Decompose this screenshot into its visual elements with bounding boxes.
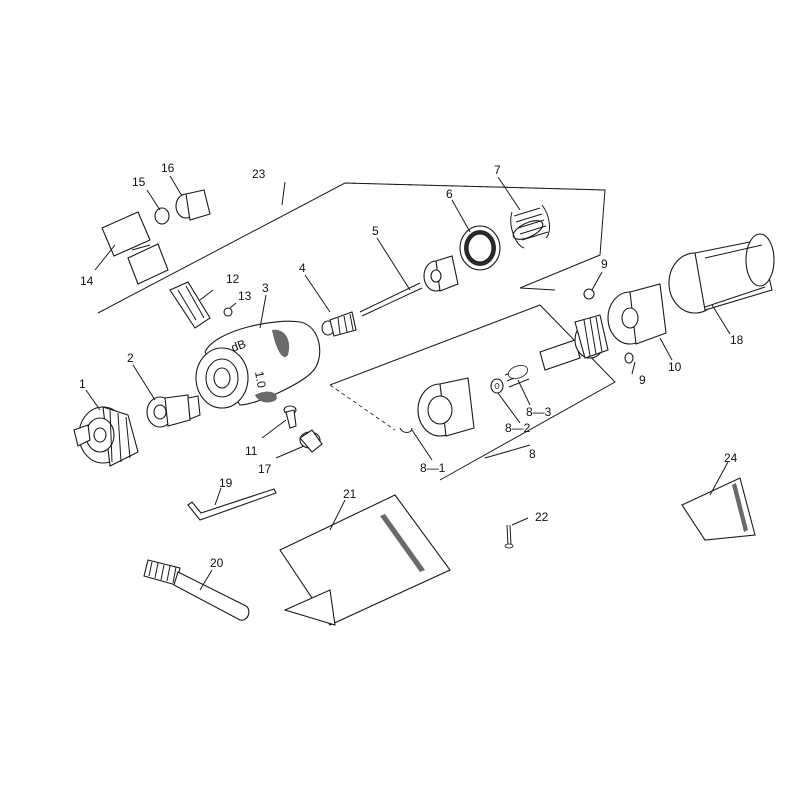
callout-8: 8 <box>529 447 536 461</box>
callout-1: 1 <box>79 377 86 391</box>
callout-8-2: 8—2 <box>505 421 531 435</box>
part-22-pin <box>504 524 514 549</box>
callout-2: 2 <box>127 351 134 365</box>
callout-12: 12 <box>226 272 240 286</box>
part-15-fitting-ring <box>154 207 170 225</box>
callout-8-1: 8—1 <box>420 461 446 475</box>
callout-17: 17 <box>258 462 272 476</box>
part-2-fluid-nozzle <box>146 394 201 428</box>
callout-9-upper: 9 <box>601 257 608 271</box>
part-8-3-valve-spring <box>504 365 530 388</box>
part-8-valve-stem <box>539 314 609 371</box>
part-13-ball <box>223 307 233 317</box>
callout-10: 10 <box>668 360 682 374</box>
callout-23: 23 <box>252 167 266 181</box>
part-17-cap <box>299 429 323 453</box>
callout-16: 16 <box>161 161 175 175</box>
callout-3: 3 <box>262 281 269 295</box>
assembly-bracket-8 <box>329 304 616 481</box>
callout-6: 6 <box>446 187 453 201</box>
callout-18: 18 <box>730 333 744 347</box>
callout-11: 11 <box>245 444 258 458</box>
callout-7: 7 <box>494 163 501 177</box>
svg-text:dB: dB <box>229 337 248 355</box>
leader-lines <box>85 175 731 591</box>
callout-24: 24 <box>724 451 738 465</box>
part-16-fitting-nut <box>175 189 211 221</box>
callout-19: 19 <box>219 476 233 490</box>
part-21-manual <box>279 494 451 626</box>
callout-5: 5 <box>372 224 379 238</box>
callout-9-lower: 9 <box>639 373 646 387</box>
part-8-2-washer <box>490 378 504 394</box>
part-3-gun-body: dB 1.0 <box>195 320 321 409</box>
callout-15: 15 <box>132 175 146 189</box>
part-20-cleaning-brush <box>143 559 250 621</box>
part-11-air-valve-screw <box>283 405 297 429</box>
part-4-packing <box>321 311 357 337</box>
part-24-card <box>681 477 756 541</box>
assembly-bracket-23 <box>97 181 606 314</box>
callout-8-3: 8—3 <box>526 405 552 419</box>
callout-4: 4 <box>299 261 306 275</box>
part-9-set-screw-upper <box>583 288 595 300</box>
callout-14: 14 <box>80 274 94 288</box>
part-9-set-screw-lower <box>624 352 634 364</box>
callout-13: 13 <box>238 289 252 303</box>
callout-20: 20 <box>210 556 224 570</box>
callout-22: 22 <box>535 510 549 524</box>
part-5-fluid-needle <box>359 255 459 317</box>
part-19-hex-wrench <box>187 488 277 521</box>
part-6-seat-ring <box>459 225 501 271</box>
part-10-adjusting-knob <box>607 283 667 345</box>
part-8-1-valve-housing <box>399 377 475 437</box>
part-14-fluid-inlet-elbow <box>101 211 169 285</box>
callout-21: 21 <box>343 487 357 501</box>
svg-text:1.0: 1.0 <box>252 370 269 389</box>
callout-labels: 1 2 3 4 5 6 7 8 8—1 8—2 8—3 9 9 10 11 12… <box>79 161 744 570</box>
part-1-air-cap <box>73 406 139 467</box>
part-7-spring <box>510 204 550 249</box>
part-12-air-fitting <box>169 281 211 329</box>
part-18-knob-cover <box>668 233 775 314</box>
